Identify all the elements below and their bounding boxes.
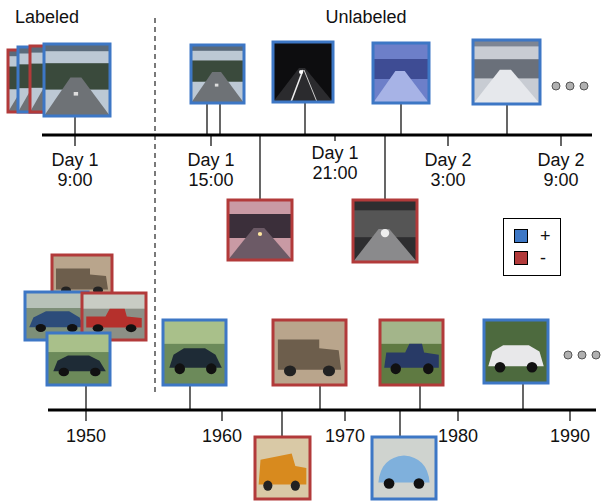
time-label: Day 2 9:00 [533, 150, 589, 190]
legend-text: + [540, 226, 551, 246]
legend-box: +- [503, 218, 561, 276]
time-label: 1970 [315, 426, 375, 446]
time-axis [48, 409, 596, 412]
time-axis [42, 134, 592, 137]
time-label: 1960 [192, 426, 252, 446]
legend-text: - [540, 248, 546, 268]
time-label: Day 1 9:00 [47, 150, 103, 190]
separator-line [154, 18, 155, 395]
legend-row: - [504, 247, 560, 269]
tick-marks [75, 102, 561, 200]
legend-row: + [504, 225, 560, 247]
time-label: 1990 [540, 426, 600, 446]
ellipsis-dots [552, 82, 588, 90]
section-heading: Unlabeled [311, 7, 421, 27]
car-photos [25, 255, 548, 499]
ellipsis-dots [564, 351, 600, 359]
time-label: Day 1 15:00 [183, 150, 239, 190]
section-heading: Labeled [2, 7, 92, 27]
time-label: 1950 [56, 426, 116, 446]
time-label: Day 1 21:00 [307, 143, 363, 183]
camera-photos [8, 40, 540, 262]
time-label: Day 2 3:00 [420, 150, 476, 190]
legend-swatch [514, 251, 528, 265]
time-label: 1980 [428, 426, 488, 446]
legend-swatch [514, 229, 528, 243]
